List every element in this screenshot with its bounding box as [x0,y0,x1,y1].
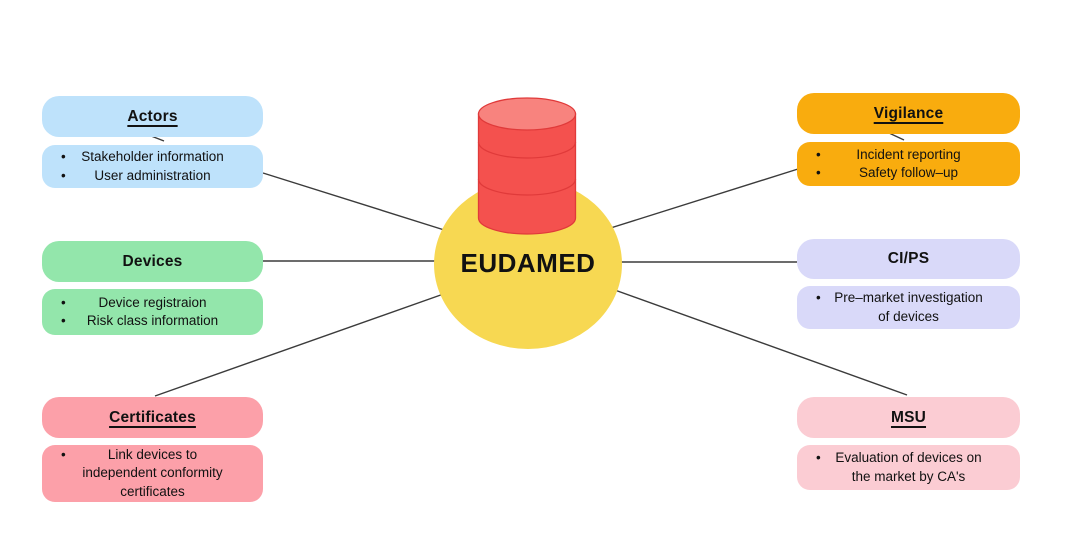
list-item-text: Link devices to [107,446,198,462]
connector-msu [611,288,908,396]
node-cips-title: CI/PS [887,250,930,267]
list-item-text: of devices [878,308,939,324]
node-actors: Actors [42,96,263,137]
list-item-text: User administration [94,167,211,183]
bullet-icon: • [816,450,821,465]
node-msu-title: MSU [890,408,927,426]
list-item: • Safety follow–up [803,164,1014,183]
list-item-text: certificates [120,483,185,499]
bullet-icon: • [61,294,66,310]
list-item-text: Safety follow–up [858,165,959,180]
node-devices-title: Devices [122,252,183,270]
list-item: • Risk class information [48,312,257,331]
center-node-label: EUDAMED [460,248,596,278]
bullet-icon: • [61,149,66,164]
list-item: • Link devices to independent conformity… [48,446,257,502]
list-item-text: Device registraion [98,294,207,310]
bullet-icon: • [61,313,66,328]
node-vigilance-title: Vigilance [873,104,944,122]
list-item: • Device registraion [48,294,257,313]
list-item-text: Stakeholder information [81,149,224,164]
list-item-text: independent conformity [82,465,223,481]
node-actors-details: • Stakeholder information • User adminis… [42,145,263,188]
node-certificates: Certificates [42,397,263,438]
node-vigilance-details: • Incident reporting • Safety follow–up [797,142,1020,186]
list-item-text: the market by CA's [851,468,966,484]
node-msu: MSU [797,397,1020,438]
list-item: • Evaluation of devices on the market by… [803,449,1014,486]
database-body [477,113,577,235]
list-item-text: Risk class information [86,313,219,328]
node-actors-title: Actors [127,107,178,125]
node-msu-details: • Evaluation of devices on the market by… [797,445,1020,490]
connector-actors [262,172,458,235]
bullet-icon: • [816,146,821,162]
list-item-text: Evaluation of devices on [835,450,982,465]
database-top [477,97,577,131]
node-devices-details: • Device registraion • Risk class inform… [42,289,263,335]
list-item: • Stakeholder information [48,148,257,167]
node-cips-details: • Pre–market investigation of devices [797,286,1020,329]
database-icon [477,97,577,235]
connector-certificates [154,290,453,397]
node-certificates-details: • Link devices to independent conformity… [42,445,263,502]
bullet-icon: • [61,446,66,462]
bullet-icon: • [816,290,821,305]
connector-vigilance [600,168,799,232]
node-vigilance: Vigilance [797,93,1020,134]
connector-vigilance-sub [888,132,905,141]
list-item: • User administration [48,167,257,186]
database-divider-1 [477,141,577,159]
bullet-icon: • [61,167,66,183]
node-devices: Devices [42,241,263,282]
list-item-text: Incident reporting [856,146,961,162]
database-divider-2 [477,178,577,196]
list-item: • Pre–market investigation of devices [803,289,1014,326]
bullet-icon: • [816,165,821,180]
list-item-text: Pre–market investigation [834,290,983,305]
node-certificates-title: Certificates [109,408,196,426]
node-cips: CI/PS [797,239,1020,279]
list-item: • Incident reporting [803,146,1014,165]
